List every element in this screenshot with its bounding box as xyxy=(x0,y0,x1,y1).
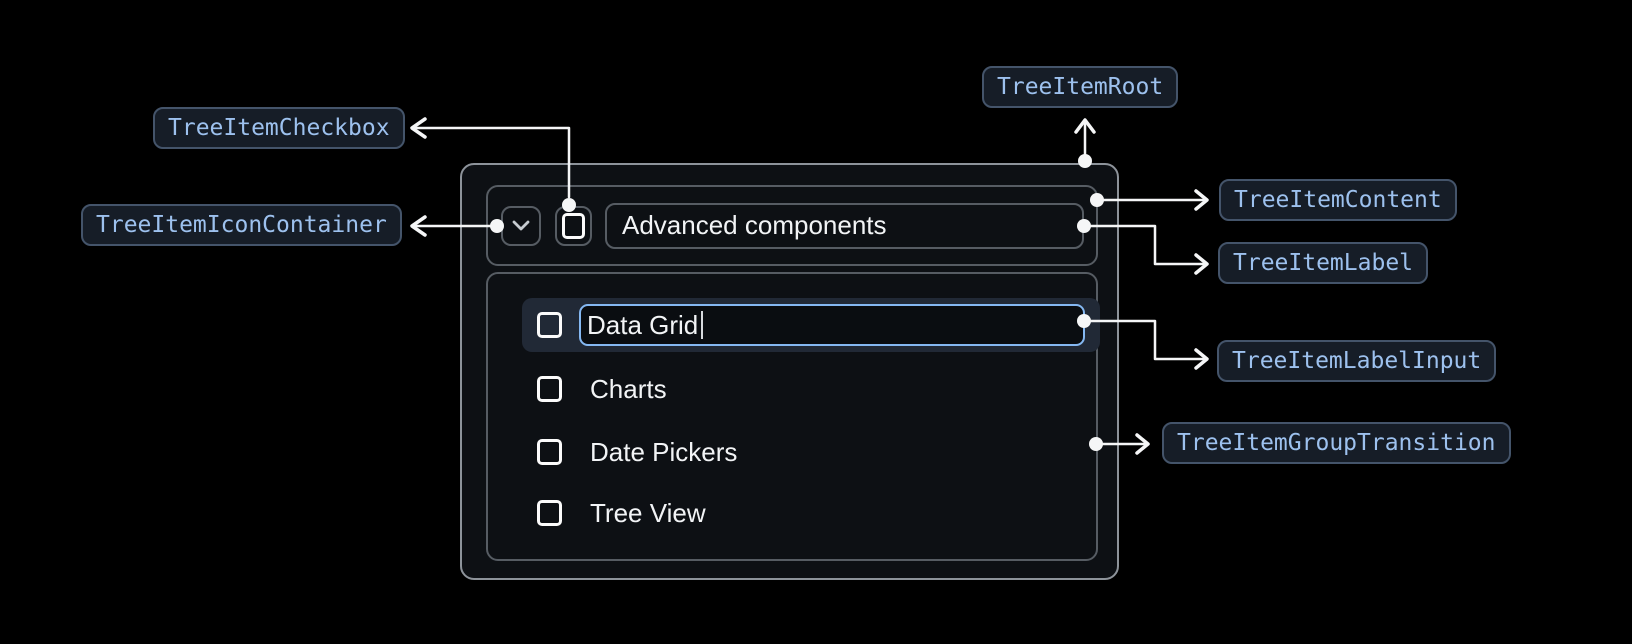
annotation-tree-item-label: TreeItemLabel xyxy=(1218,242,1429,284)
tree-item-label-input[interactable]: Data Grid xyxy=(579,304,1085,346)
checkbox-unchecked-icon xyxy=(562,212,585,239)
label-input-value: Data Grid xyxy=(587,309,699,340)
annotation-tree-item-checkbox: TreeItemCheckbox xyxy=(153,107,405,149)
tree-item-label: Charts xyxy=(590,373,667,404)
tree-item-label: Tree View xyxy=(590,497,706,528)
connector-root xyxy=(1074,118,1096,168)
annotation-tree-item-label-input: TreeItemLabelInput xyxy=(1217,340,1497,382)
tree-item-row[interactable]: Charts xyxy=(537,373,667,404)
expand-button[interactable] xyxy=(501,205,541,246)
tree-item-checkbox[interactable] xyxy=(555,205,592,246)
tree-item-row[interactable]: Tree View xyxy=(537,497,706,528)
tree-item-group-transition: Data Grid Charts Date Pickers Tree View xyxy=(486,272,1100,561)
tree-item-content[interactable]: Advanced components xyxy=(486,185,1098,266)
text-cursor xyxy=(701,311,704,339)
checkbox-unchecked-icon[interactable] xyxy=(537,376,562,402)
annotation-tree-item-icon-container: TreeItemIconContainer xyxy=(81,204,402,246)
parent-label-text: Advanced components xyxy=(622,210,887,240)
tree-item-row[interactable]: Date Pickers xyxy=(537,436,738,467)
annotation-tree-item-group-transition: TreeItemGroupTransition xyxy=(1162,422,1511,464)
checkbox-unchecked-icon[interactable] xyxy=(537,500,562,526)
tree-item-label[interactable]: Advanced components xyxy=(605,202,1084,249)
checkbox-unchecked-icon[interactable] xyxy=(537,439,562,465)
checkbox-unchecked-icon[interactable] xyxy=(537,312,562,338)
chevron-down-icon xyxy=(512,220,530,231)
tree-item-row-editing[interactable]: Data Grid xyxy=(522,298,1100,352)
annotation-tree-item-content: TreeItemContent xyxy=(1219,179,1457,221)
tree-item-root: Advanced components Data Grid Charts Dat… xyxy=(460,163,1119,580)
annotation-tree-item-root: TreeItemRoot xyxy=(982,66,1179,108)
tree-item-label: Date Pickers xyxy=(590,436,738,467)
